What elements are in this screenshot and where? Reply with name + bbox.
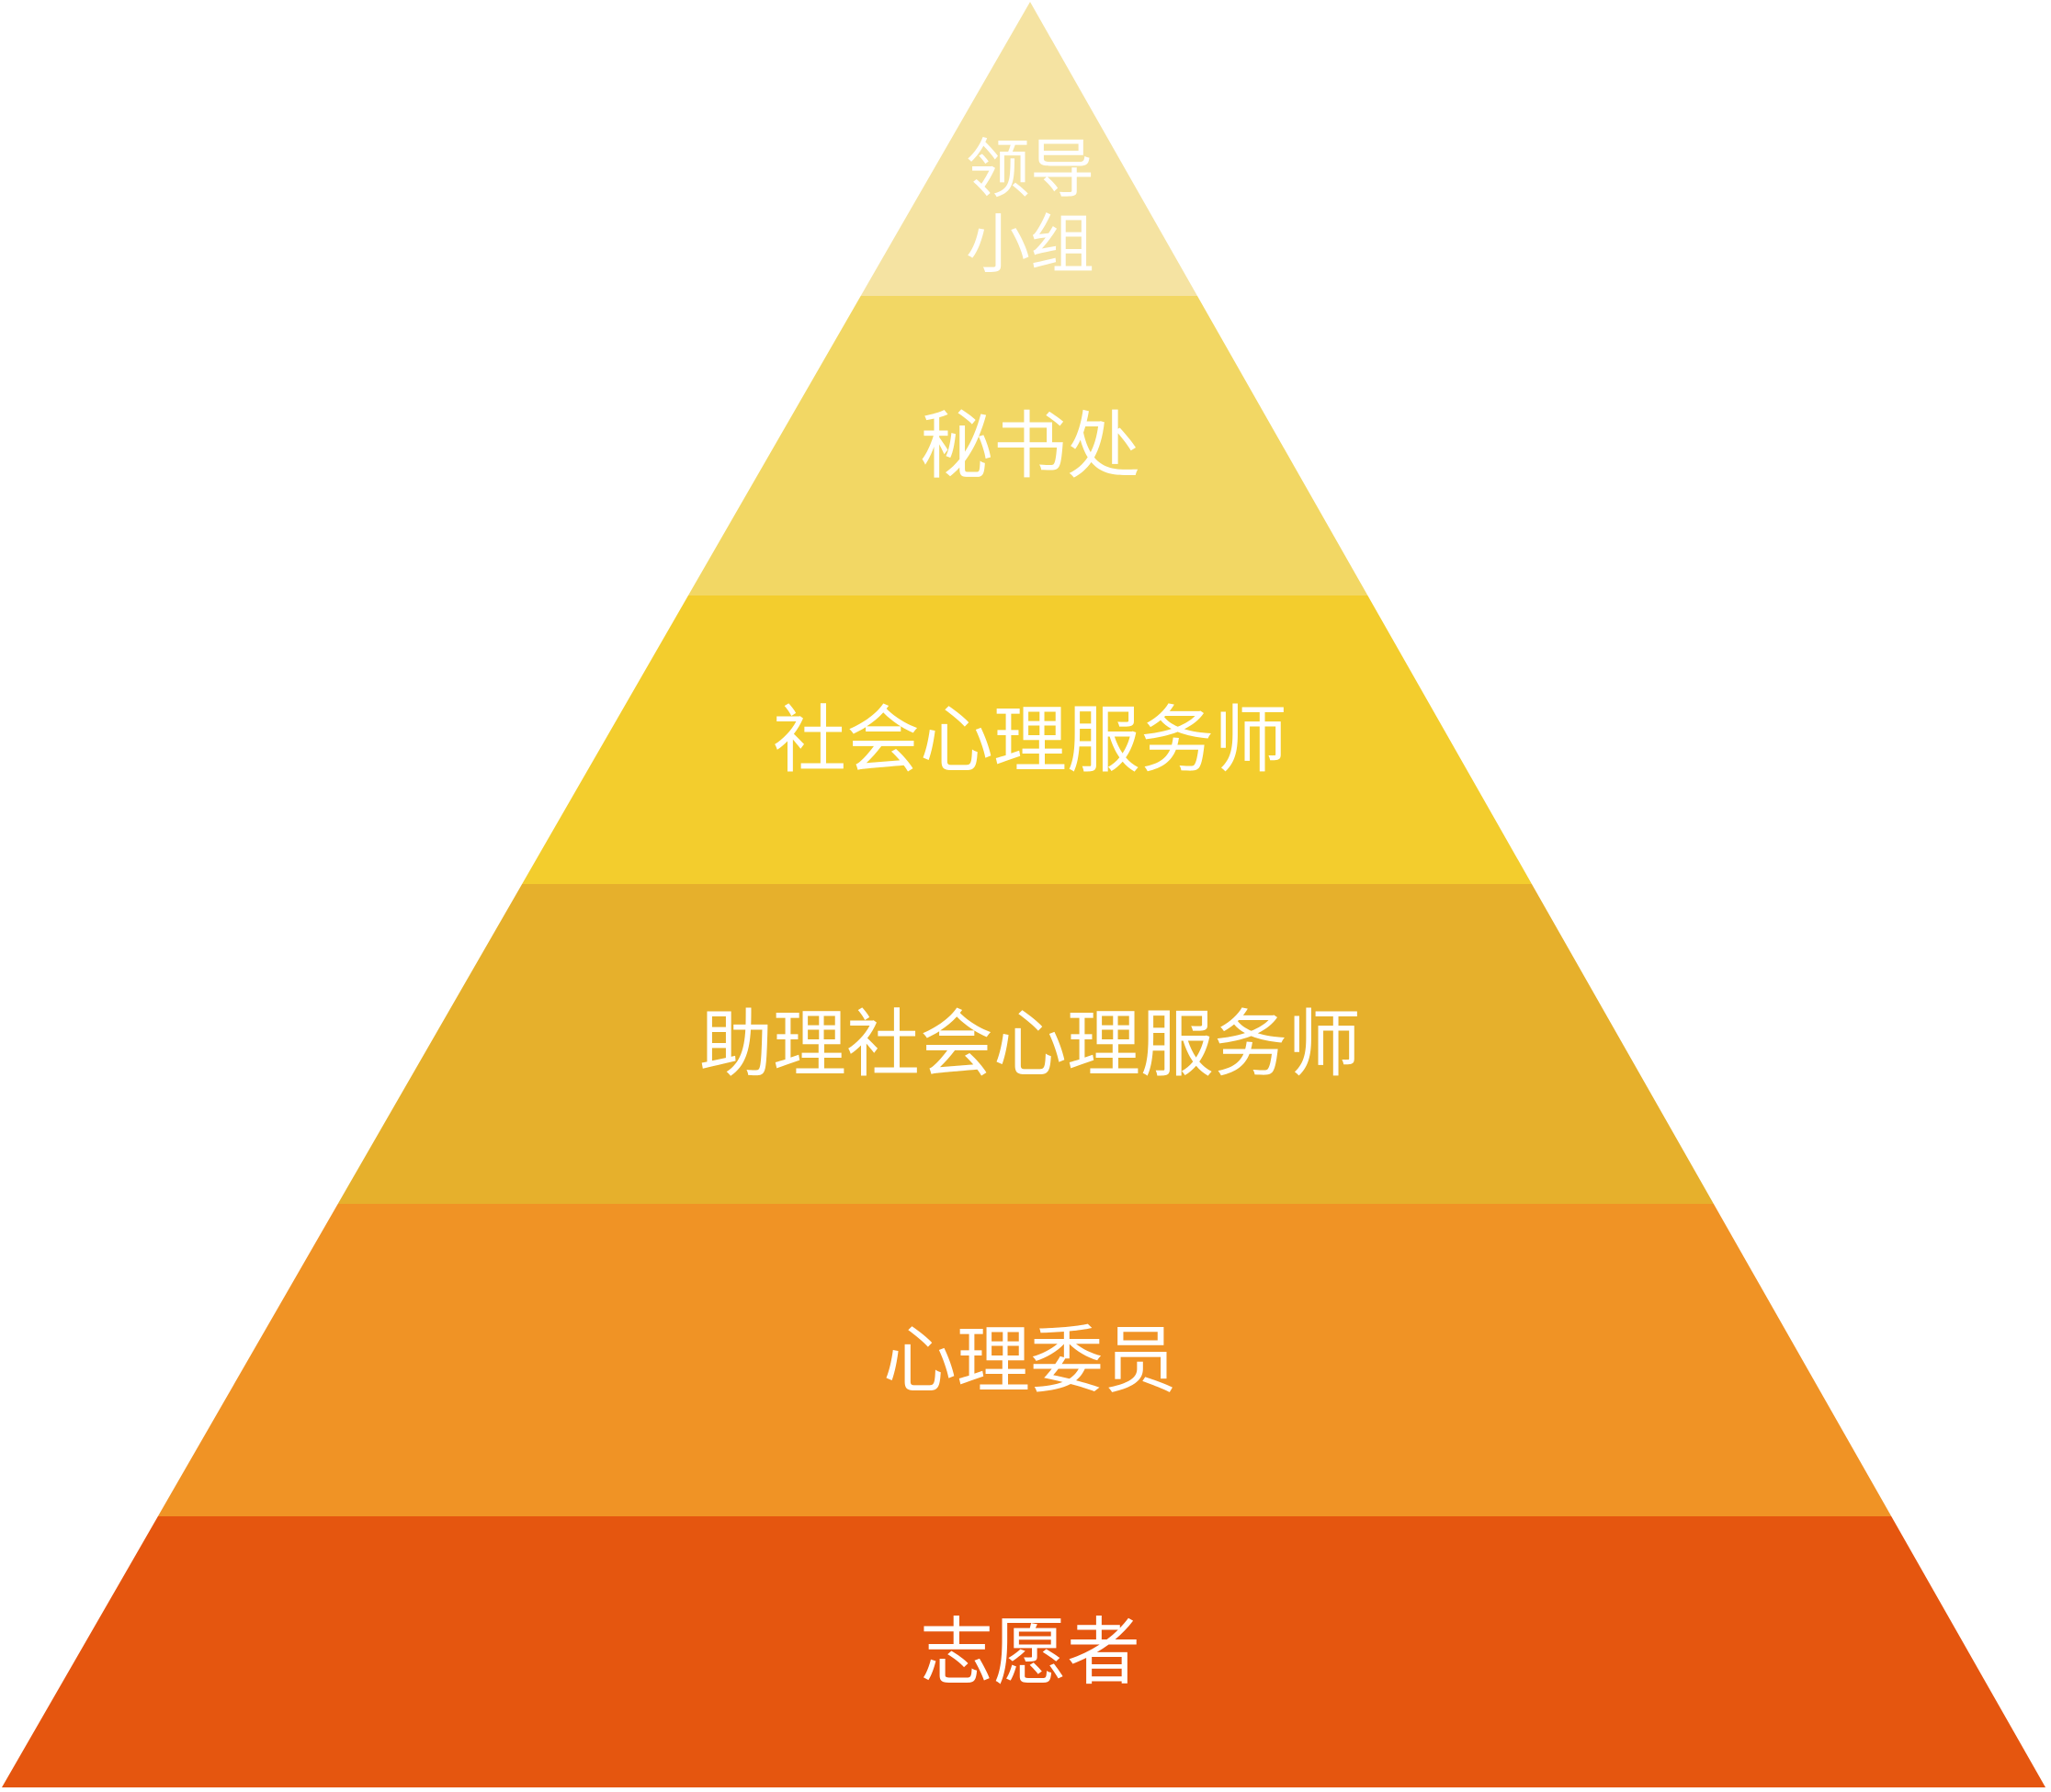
tier-social-psych-counselor: [522, 595, 1532, 884]
tier-label-line: 领导: [966, 131, 1094, 207]
tier-label-leadership-group: 领导小组: [966, 131, 1094, 282]
tier-label-line: 助理社会心理服务师: [699, 1002, 1361, 1087]
tier-label-line: 秘书处: [920, 403, 1140, 489]
tier-label-assistant-social-psych-counselor: 助理社会心理服务师: [699, 1002, 1361, 1087]
tier-label-line: 心理委员: [883, 1318, 1177, 1403]
tier-label-line: 小组: [966, 207, 1094, 282]
tier-secretariat: [687, 296, 1368, 595]
tier-volunteer: [2, 1516, 2045, 1787]
tier-label-social-psych-counselor: 社会心理服务师: [773, 698, 1287, 783]
tier-label-line: 志愿者: [920, 1609, 1140, 1695]
tier-label-line: 社会心理服务师: [773, 698, 1287, 783]
tier-label-secretariat: 秘书处: [920, 403, 1140, 489]
tier-psych-committee-member: [157, 1204, 1892, 1516]
tier-assistant-social-psych-counselor: [337, 884, 1714, 1204]
tier-label-volunteer: 志愿者: [920, 1609, 1140, 1695]
tier-label-psych-committee-member: 心理委员: [883, 1318, 1177, 1403]
tier-leadership-group: [860, 2, 1197, 296]
